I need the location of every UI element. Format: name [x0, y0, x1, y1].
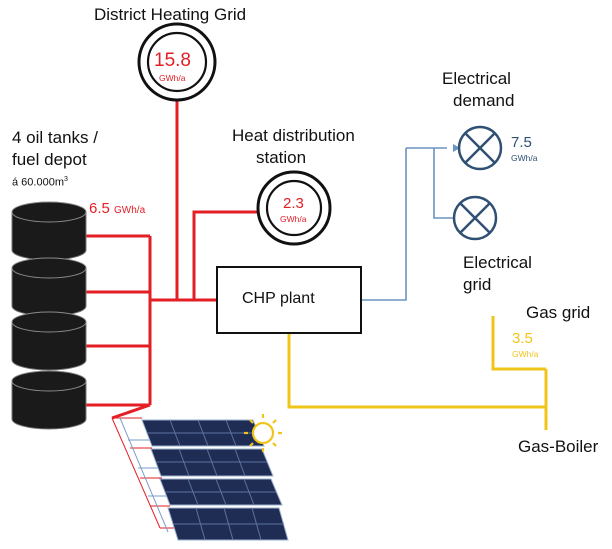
chp-electric-line [361, 148, 407, 301]
electrical-grid-label-line2: grid [463, 275, 492, 294]
solar-panel-4 [167, 507, 289, 541]
electrical-demand-label-line2: demand [453, 91, 515, 110]
oil-tanks-value-number: 6.5 [89, 200, 110, 217]
oil-tank-2 [11, 257, 87, 317]
electrical-demand-lamp-icon [457, 125, 503, 171]
electrical-demand-value: 7.5 [511, 134, 532, 151]
oil-tanks-label-line1: 4 oil tanks / [12, 128, 98, 147]
heat-network-lines [85, 87, 258, 420]
heat-station-label-line1: Heat distribution [232, 126, 355, 145]
solar-red-wiring [111, 417, 176, 529]
gas-grid-label: Gas grid [526, 303, 591, 322]
electrical-demand-unit: GWh/a [511, 153, 538, 163]
heat-station-label-line2: station [256, 148, 307, 167]
solar-panel-1 [141, 419, 265, 447]
chp-plant-box [216, 266, 362, 334]
electrical-grid-lamp-icon [452, 195, 498, 241]
electrical-lines [361, 144, 460, 301]
gas-grid-unit: GWh/a [512, 349, 539, 359]
electrical-grid-label-line1: Electrical [463, 253, 532, 272]
oil-tanks-capacity-text: á 60.000m [12, 176, 64, 189]
electric-grid-connection-line [433, 148, 454, 219]
electric-arrow [453, 144, 460, 152]
district-heating-grid-title: District Heating Grid [94, 5, 247, 24]
heat-station-unit: GWh/a [280, 214, 307, 224]
oil-tank-4 [11, 370, 87, 430]
heat-station-circle [256, 170, 332, 246]
gas-lines [287, 316, 548, 430]
gas-grid-value: 3.5 [512, 330, 533, 347]
district-heating-value: 15.8 [154, 50, 191, 71]
oil-tanks-capacity: á 60.000m3 [12, 176, 68, 189]
heat-station-supply-line [192, 210, 258, 300]
heat-station-value: 2.3 [283, 195, 304, 212]
oil-tanks-value-unit: GWh/a [114, 205, 146, 216]
sun-icon [244, 414, 282, 452]
district-heating-unit: GWh/a [159, 73, 186, 83]
gas-grid-line [491, 316, 546, 371]
solar-feed-line [111, 403, 151, 420]
solar-panel-2 [150, 448, 274, 477]
oil-tanks-value: 6.5 GWh/a [89, 200, 145, 217]
oil-tank-1 [11, 201, 87, 261]
chp-gas-line [287, 333, 546, 409]
electrical-demand-label-line1: Electrical [442, 69, 511, 88]
solar-panel-array [111, 417, 289, 541]
chp-plant-label: CHP plant [242, 290, 315, 307]
district-heating-circle [137, 22, 217, 102]
gas-boiler-label: Gas-Boiler [518, 437, 599, 456]
oil-tanks-capacity-exponent: 3 [63, 176, 68, 183]
oil-tanks-label-line2: fuel depot [12, 150, 87, 169]
solar-blue-wiring [119, 417, 169, 533]
oil-tank-3 [11, 311, 87, 371]
solar-panel-3 [159, 478, 283, 506]
